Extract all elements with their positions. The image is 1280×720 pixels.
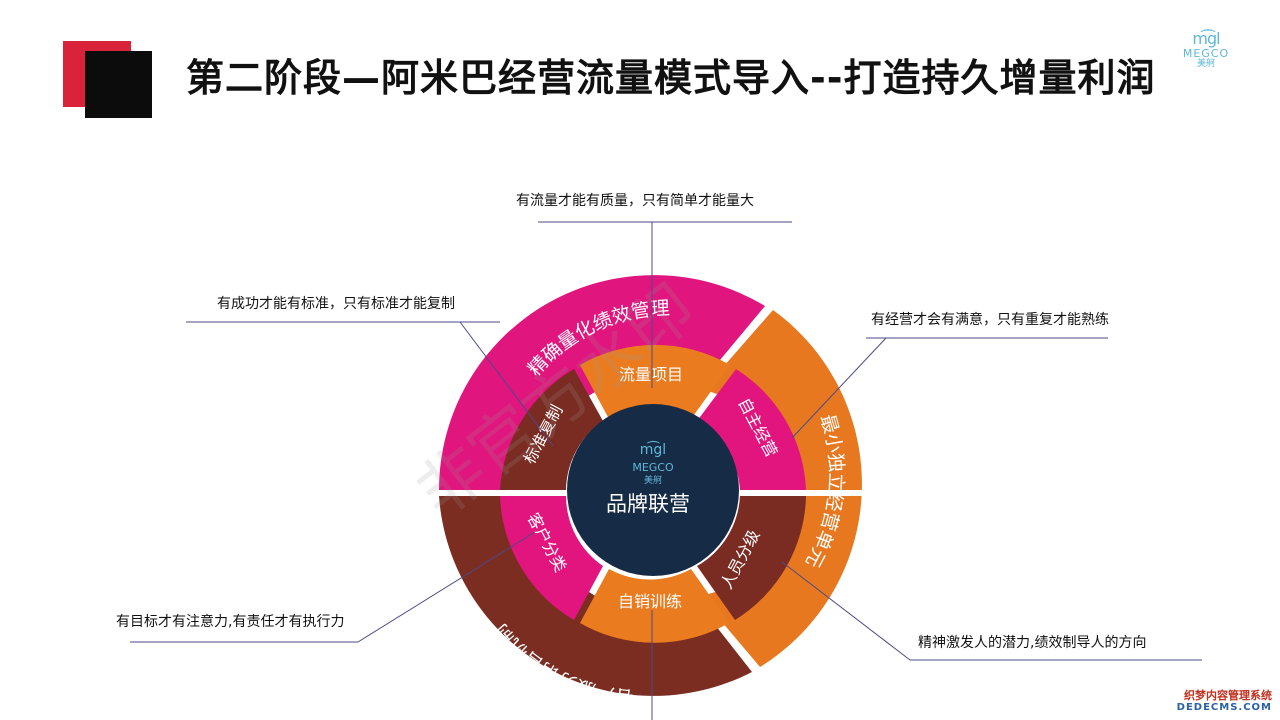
annotation-left-bottom: 有目标才有注意力,有责任才有执行力 bbox=[116, 614, 345, 630]
dedecms-logo: 织梦内容管理系统 DEDECMS.COM bbox=[1162, 690, 1272, 714]
megco-logo: m͡gl MEGCO 美舸 bbox=[1178, 30, 1234, 70]
inner-label-selfsales: 自销训练 bbox=[618, 592, 682, 611]
logo-mark-icon: m͡gl bbox=[1192, 29, 1220, 48]
page-title: 第二阶段—阿米巴经营流量模式导入--打造持久增量利润 bbox=[186, 56, 1156, 100]
annotation-lines bbox=[130, 221, 1202, 720]
annotation-right-bottom: 精神激发人的潜力,绩效制导人的方向 bbox=[918, 635, 1147, 651]
inner-segment-selfsales bbox=[580, 569, 729, 643]
center-label: 品牌联营 bbox=[606, 492, 690, 516]
inner-segment-flow bbox=[580, 344, 730, 419]
annotation-right-top: 有经营才会有满意，只有重复才能熟练 bbox=[871, 312, 1109, 328]
dedecms-logo-line1: 织梦内容管理系统 bbox=[1184, 689, 1272, 702]
center-logo-mark-icon: m͡gl bbox=[640, 441, 666, 458]
center-circle bbox=[567, 404, 739, 576]
inner-segment-standard bbox=[500, 369, 603, 490]
annotation-left-top: 有成功才能有标准，只有标准才能复制 bbox=[217, 296, 455, 312]
dedecms-logo-line2: DEDECMS.COM bbox=[1176, 702, 1272, 713]
inner-segment-staff bbox=[697, 496, 806, 620]
decor-black-square bbox=[85, 51, 152, 118]
inner-segment-customer bbox=[500, 496, 603, 620]
inner-segment-self bbox=[697, 369, 806, 490]
inner-label-flow: 流量项目 bbox=[619, 365, 683, 384]
center-logo-word: MEGCO bbox=[632, 461, 674, 474]
annotation-top: 有流量才能有质量，只有简单才能量大 bbox=[516, 193, 754, 209]
center-logo-cn: 美舸 bbox=[644, 474, 662, 486]
logo-cn: 美舸 bbox=[1196, 59, 1215, 69]
logo-word: MEGCO bbox=[1182, 47, 1230, 60]
